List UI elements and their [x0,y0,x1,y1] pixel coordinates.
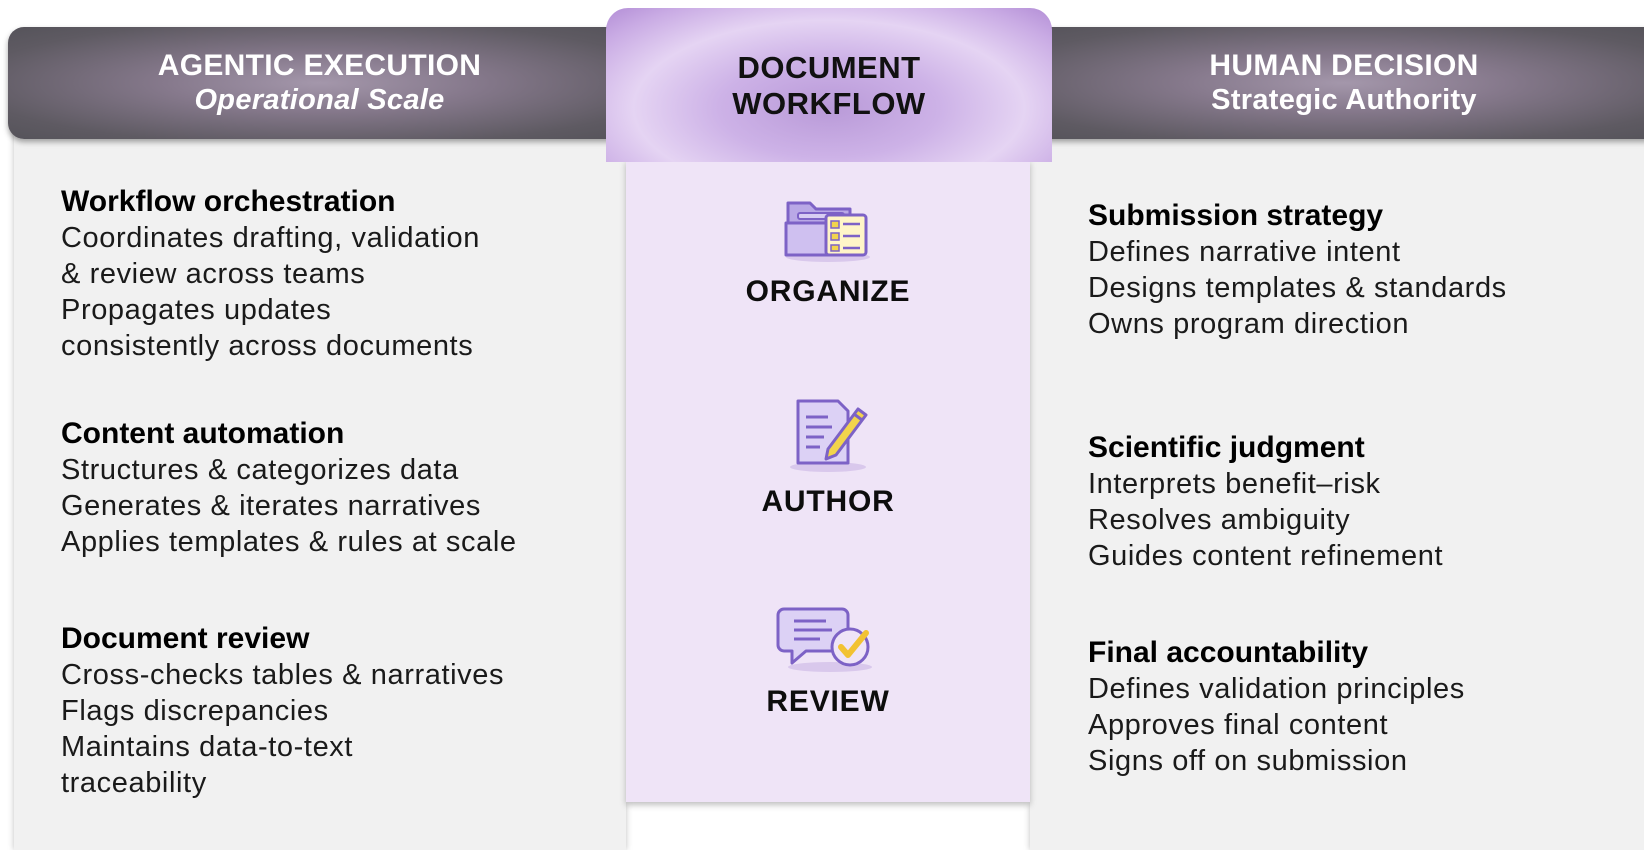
left-header-title: AGENTIC EXECUTION [157,49,482,82]
section-line: & review across teams [61,258,366,290]
chat-checkmark-icon [776,607,872,672]
section-line: Guides content refinement [1088,540,1444,572]
right-section-2: Scientific judgment Interprets benefit–r… [1088,430,1443,574]
left-section-3: Document review Cross-checks tables & na… [61,621,504,801]
section-line: Designs templates & standards [1088,272,1507,304]
section-title: Final accountability [1088,636,1369,669]
center-header-line2: WORKFLOW [732,86,926,121]
section-line: Approves final content [1088,709,1389,741]
step-organize: ORGANIZE [626,193,1030,309]
step-review: REVIEW [626,603,1030,719]
section-line: Propagates updates [61,294,332,326]
section-line: Defines validation principles [1088,673,1465,705]
section-title: Document review [61,622,310,655]
center-column [626,160,1030,802]
section-line: Coordinates drafting, validation [61,222,480,254]
section-line: traceability [61,767,207,799]
right-header: HUMAN DECISION Strategic Authority [1024,27,1644,139]
center-header-line1: DOCUMENT [737,50,921,85]
left-header-subtitle: Operational Scale [194,84,445,116]
section-line: Applies templates & rules at scale [61,526,517,558]
section-line: consistently across documents [61,330,474,362]
left-section-1: Workflow orchestration Coordinates draft… [61,184,480,364]
section-line: Maintains data-to-text [61,731,354,763]
left-section-2: Content automation Structures & categori… [61,416,517,560]
right-section-3: Final accountability Defines validation … [1088,635,1465,779]
section-line: Interprets benefit–risk [1088,468,1381,500]
section-title: Scientific judgment [1088,431,1365,464]
folder-checklist-icon [784,201,870,262]
left-panel [14,110,626,850]
right-header-title: HUMAN DECISION [1209,49,1479,82]
right-panel [1030,110,1644,850]
step-author: AUTHOR [626,397,1030,519]
section-line: Resolves ambiguity [1088,504,1351,536]
step-label-author: AUTHOR [761,485,895,518]
section-line: Owns program direction [1088,308,1410,340]
step-label-review: REVIEW [766,685,890,718]
section-line: Cross-checks tables & narratives [61,659,505,691]
right-header-subtitle: Strategic Authority [1211,84,1477,116]
section-line: Structures & categorizes data [61,454,459,486]
section-title: Submission strategy [1088,199,1384,232]
section-title: Content automation [61,417,345,450]
left-header: AGENTIC EXECUTION Operational Scale [8,27,631,139]
section-title: Workflow orchestration [61,185,396,218]
right-section-1: Submission strategy Defines narrative in… [1088,198,1507,342]
section-line: Flags discrepancies [61,695,329,727]
section-line: Signs off on submission [1088,745,1408,777]
document-pencil-icon [790,399,868,472]
section-line: Defines narrative intent [1088,236,1401,268]
center-header: DOCUMENT WORKFLOW [606,8,1052,162]
step-label-organize: ORGANIZE [745,275,911,308]
section-line: Generates & iterates narratives [61,490,481,522]
